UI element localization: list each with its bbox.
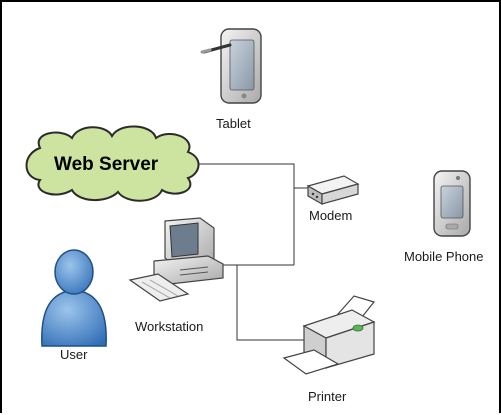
label-web-server: Web Server [54, 154, 159, 175]
label-tablet: Tablet [216, 116, 251, 131]
tablet-icon [200, 28, 262, 104]
modem-icon [306, 175, 360, 206]
line-workstation-printer [236, 265, 304, 341]
connection-lines [194, 163, 308, 341]
line-webserver-modem [194, 163, 308, 189]
printer-icon [282, 295, 376, 375]
label-mobile-phone: Mobile Phone [404, 249, 484, 264]
user-icon [41, 249, 107, 347]
label-workstation: Workstation [135, 319, 204, 334]
workstation-icon [128, 217, 224, 302]
label-modem: Modem [309, 208, 353, 223]
label-user: User [60, 347, 88, 362]
label-printer: Printer [308, 389, 347, 404]
mobile-phone-icon [433, 170, 471, 237]
cloud-icon [25, 125, 200, 202]
